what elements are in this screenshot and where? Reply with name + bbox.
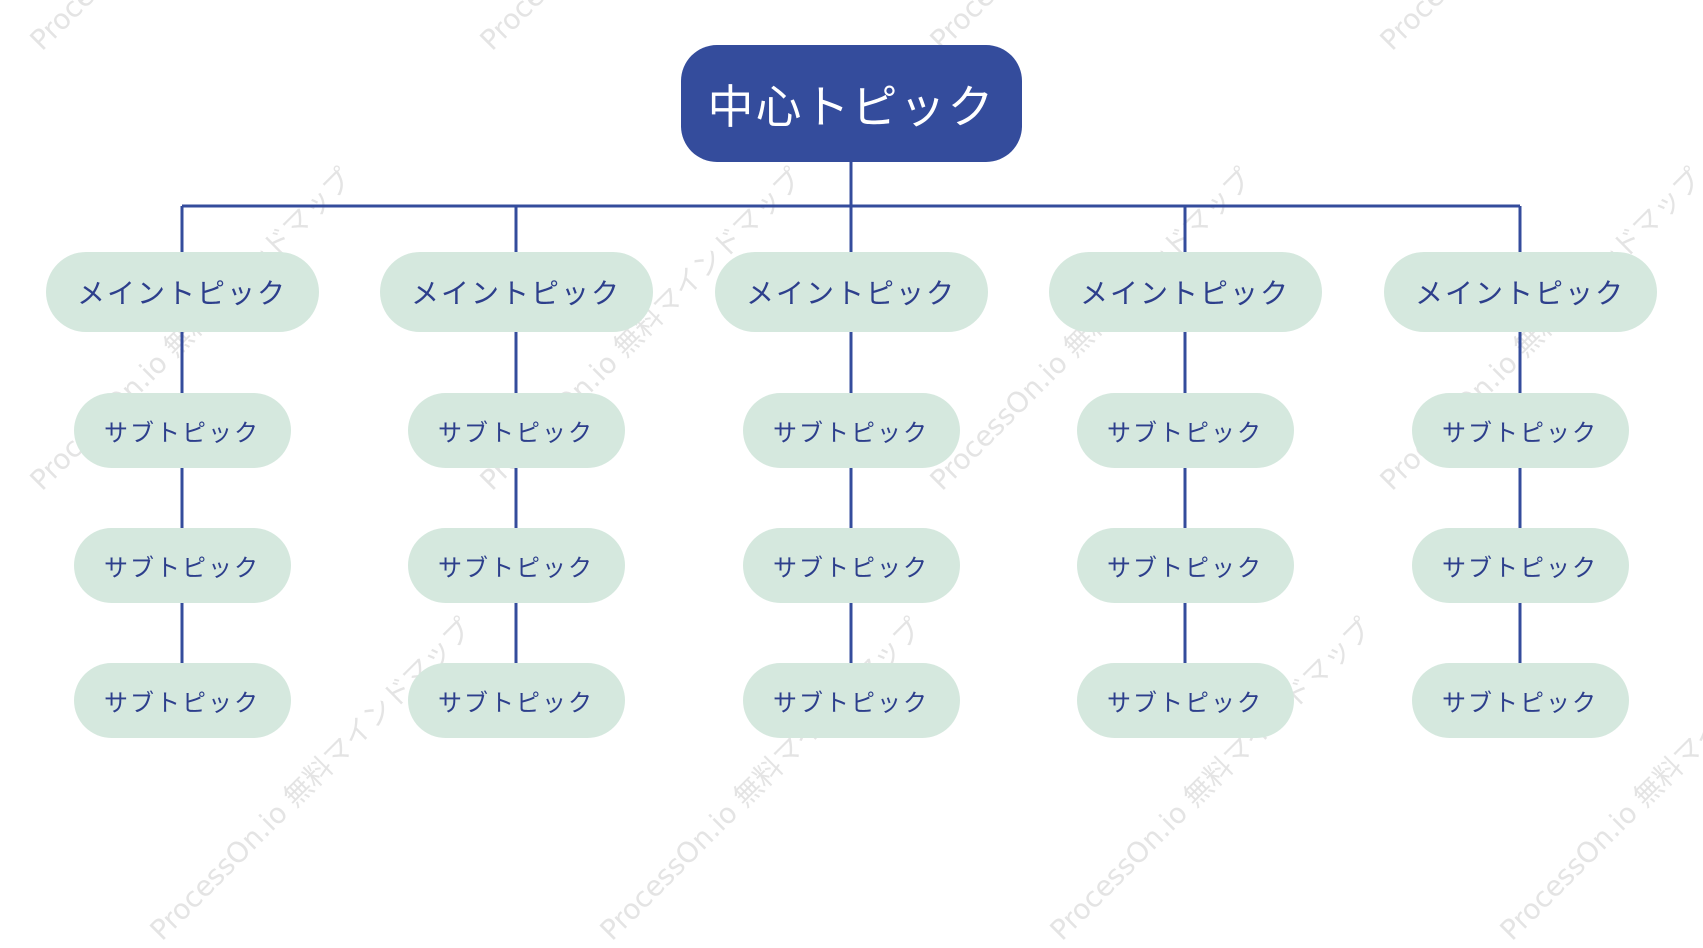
- sub-topic-1-3[interactable]: サブトピック: [73, 663, 291, 738]
- sub-topic-4-1[interactable]: サブトピック: [1076, 393, 1294, 468]
- sub-topic-4-2[interactable]: サブトピック: [1076, 528, 1294, 603]
- main-topic-3[interactable]: メイントピック: [714, 252, 988, 332]
- sub-topic-2-3[interactable]: サブトピック: [407, 663, 625, 738]
- main-topic-2[interactable]: メイントピック: [379, 252, 653, 332]
- sub-topic-2-2[interactable]: サブトピック: [407, 528, 625, 603]
- main-topic-4[interactable]: メイントピック: [1048, 252, 1322, 332]
- sub-topic-5-1[interactable]: サブトピック: [1411, 393, 1629, 468]
- sub-topic-3-2[interactable]: サブトピック: [742, 528, 960, 603]
- sub-topic-5-2[interactable]: サブトピック: [1411, 528, 1629, 603]
- main-topic-1[interactable]: メイントピック: [45, 252, 319, 332]
- central-topic-node[interactable]: 中心トピック: [681, 45, 1022, 162]
- sub-topic-3-1[interactable]: サブトピック: [742, 393, 960, 468]
- sub-topic-2-1[interactable]: サブトピック: [407, 393, 625, 468]
- sub-topic-4-3[interactable]: サブトピック: [1076, 663, 1294, 738]
- sub-topic-1-2[interactable]: サブトピック: [73, 528, 291, 603]
- connector-lines: [180, 162, 1522, 663]
- main-topic-5[interactable]: メイントピック: [1383, 252, 1657, 332]
- sub-topic-3-3[interactable]: サブトピック: [742, 663, 960, 738]
- sub-topic-5-3[interactable]: サブトピック: [1411, 663, 1629, 738]
- sub-topic-1-1[interactable]: サブトピック: [73, 393, 291, 468]
